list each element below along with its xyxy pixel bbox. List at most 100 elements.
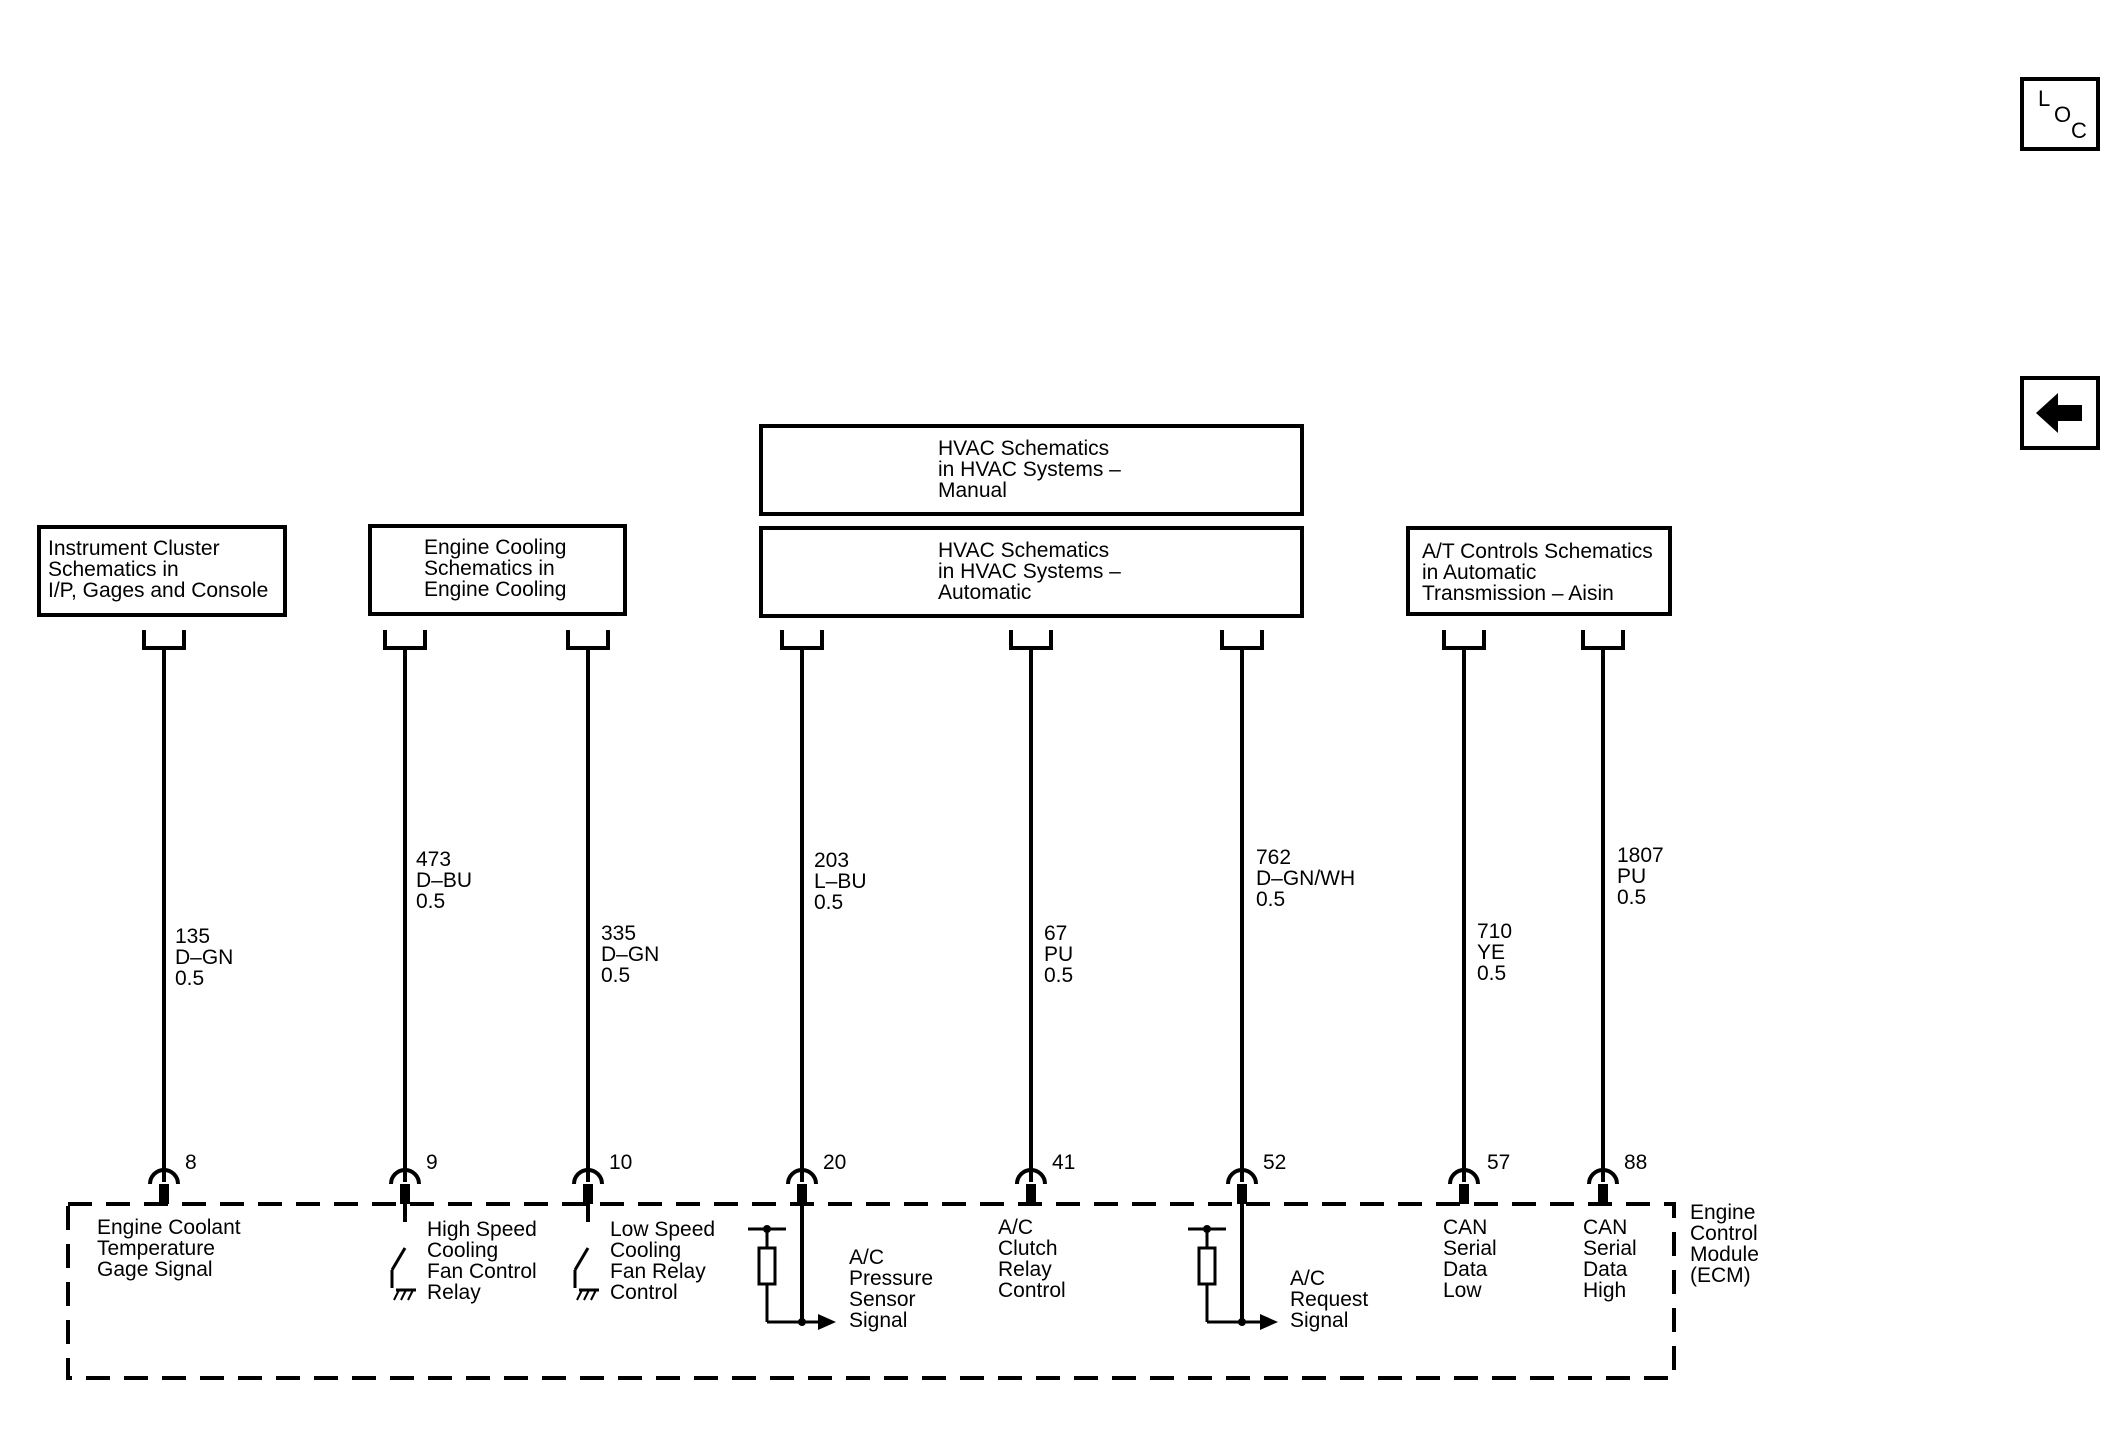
ecm-pin-number: 88 [1624, 1151, 1647, 1174]
at-controls-box[interactable]: A/T Controls Schematics in Automatic Tra… [1406, 526, 1672, 616]
wire-color: L–BU [814, 870, 867, 893]
ecm-pin-number: 41 [1052, 1151, 1075, 1174]
wire-gauge: 0.5 [416, 890, 445, 913]
wire-circuit-number: 67 [1044, 922, 1067, 945]
ecm-function-line: High Speed [427, 1218, 537, 1241]
at-box-line-3: Transmission – Aisin [1422, 582, 1614, 605]
wire-color: PU [1617, 865, 1646, 888]
ecm-function-line: Low [1443, 1279, 1482, 1302]
wire-color: PU [1044, 943, 1073, 966]
ecm-function-line: CAN [1583, 1216, 1627, 1239]
wire-color: D–GN [601, 943, 659, 966]
ecm-function-line: Signal [849, 1309, 907, 1332]
circuit-57: 710 YE 0.5 57 CAN Serial Data Low [1442, 630, 1512, 1302]
ecm-function-line: A/C [1290, 1267, 1325, 1290]
ecm-function-line: Control [610, 1281, 678, 1304]
ecm-function-line: Fan Control [427, 1260, 537, 1283]
loc-letter-l: L [2038, 86, 2050, 111]
ecm-function-line: Serial [1583, 1237, 1637, 1260]
instrument-box-line-3: I/P, Gages and Console [48, 579, 268, 602]
instrument-box-line-1: Instrument Cluster [48, 537, 220, 560]
wire-gauge: 0.5 [1617, 886, 1646, 909]
circuit-88: 1807 PU 0.5 88 CAN Serial Data High [1581, 630, 1664, 1302]
wire-circuit-number: 710 [1477, 920, 1512, 943]
cooling-box-line-3: Engine Cooling [424, 578, 566, 601]
ecm-name-label: Engine Control Module (ECM) [1690, 1201, 1759, 1287]
wire-circuit-number: 1807 [1617, 844, 1664, 867]
wire-gauge: 0.5 [601, 964, 630, 987]
ecm-name-line: Control [1690, 1222, 1758, 1245]
wire-color: D–GN [175, 946, 233, 969]
ecm-function-line: Engine Coolant [97, 1216, 241, 1239]
hvac-auto-line-2: in HVAC Systems – [938, 560, 1121, 583]
ecm-function-line: Gage Signal [97, 1258, 213, 1281]
ecm-function-line: Data [1583, 1258, 1628, 1281]
wire-color: D–GN/WH [1256, 867, 1355, 890]
wire-color: YE [1477, 941, 1505, 964]
ecm-function-line: Temperature [97, 1237, 215, 1260]
ecm-pin-number: 8 [185, 1151, 197, 1174]
instrument-cluster-box[interactable]: Instrument Cluster Schematics in I/P, Ga… [37, 525, 287, 617]
wire-gauge: 0.5 [814, 891, 843, 914]
ecm-pin-number: 20 [823, 1151, 846, 1174]
wire-gauge: 0.5 [1477, 962, 1506, 985]
wire-color: D–BU [416, 869, 472, 892]
ecm-pin-number: 57 [1487, 1151, 1510, 1174]
ecm-function-line: High [1583, 1279, 1626, 1302]
ecm-function-line: Signal [1290, 1309, 1348, 1332]
circuit-8: 135 D–GN 0.5 8 Engine Coolant Temperatur… [97, 630, 241, 1281]
engine-cooling-box[interactable]: Engine Cooling Schematics in Engine Cool… [368, 524, 627, 616]
instrument-box-line-2: Schematics in [48, 558, 179, 581]
ecm-function-line: CAN [1443, 1216, 1487, 1239]
at-box-line-1: A/T Controls Schematics [1422, 540, 1653, 563]
wire-gauge: 0.5 [1044, 964, 1073, 987]
ecm-name-line: Module [1690, 1243, 1759, 1266]
hvac-manual-line-3: Manual [938, 479, 1007, 502]
hvac-manual-line-1: HVAC Schematics [938, 437, 1109, 460]
cooling-box-line-2: Schematics in [424, 557, 555, 580]
circuit-20: 203 L–BU 0.5 20 A/C Pressure Sensor Sign… [748, 630, 933, 1332]
wire-circuit-number: 335 [601, 922, 636, 945]
circuit-41: 67 PU 0.5 41 A/C Clutch Relay Control [998, 630, 1075, 1302]
wire-circuit-number: 135 [175, 925, 210, 948]
ecm-function-line: Clutch [998, 1237, 1058, 1260]
wire-circuit-number: 473 [416, 848, 451, 871]
ecm-function-line: Cooling [427, 1239, 498, 1262]
ecm-function-line: Low Speed [610, 1218, 715, 1241]
ecm-name-line: (ECM) [1690, 1264, 1751, 1287]
circuit-10: 335 D–GN 0.5 10 Low Speed Cooling Fan Re… [566, 630, 715, 1304]
circuit-52: 762 D–GN/WH 0.5 52 A/C Request Signal [1188, 630, 1368, 1332]
ecm-name-line: Engine [1690, 1201, 1755, 1224]
ecm-function-line: Pressure [849, 1267, 933, 1290]
ecm-function-line: Cooling [610, 1239, 681, 1262]
wire-gauge: 0.5 [175, 967, 204, 990]
ecm-function-line: Sensor [849, 1288, 916, 1311]
ecm-function-line: Relay [998, 1258, 1052, 1281]
loc-icon[interactable]: L O C [2020, 77, 2100, 151]
ecm-function-line: Control [998, 1279, 1066, 1302]
left-arrow-icon[interactable] [2020, 376, 2100, 450]
circuit-9: 473 D–BU 0.5 9 High Speed Cooling Fan Co… [383, 630, 537, 1304]
hvac-automatic-box[interactable]: HVAC Schematics in HVAC Systems – Automa… [759, 526, 1304, 618]
ecm-function-line: A/C [998, 1216, 1033, 1239]
hvac-manual-box[interactable]: HVAC Schematics in HVAC Systems – Manual [759, 424, 1304, 516]
cooling-box-line-1: Engine Cooling [424, 536, 566, 559]
at-box-line-2: in Automatic [1422, 561, 1536, 584]
ecm-function-line: Data [1443, 1258, 1488, 1281]
wire-circuit-number: 203 [814, 849, 849, 872]
ecm-function-line: A/C [849, 1246, 884, 1269]
ecm-function-line: Relay [427, 1281, 481, 1304]
ecm-function-line: Fan Relay [610, 1260, 706, 1283]
wire-gauge: 0.5 [1256, 888, 1285, 911]
ecm-function-line: Serial [1443, 1237, 1497, 1260]
loc-letter-o: O [2054, 102, 2071, 127]
ecm-pin-number: 9 [426, 1151, 438, 1174]
hvac-auto-line-1: HVAC Schematics [938, 539, 1109, 562]
ecm-function-line: Request [1290, 1288, 1368, 1311]
hvac-manual-line-2: in HVAC Systems – [938, 458, 1121, 481]
wire-circuit-number: 762 [1256, 846, 1291, 869]
ecm-pin-number: 10 [609, 1151, 632, 1174]
hvac-auto-line-3: Automatic [938, 581, 1031, 604]
ecm-pin-number: 52 [1263, 1151, 1286, 1174]
